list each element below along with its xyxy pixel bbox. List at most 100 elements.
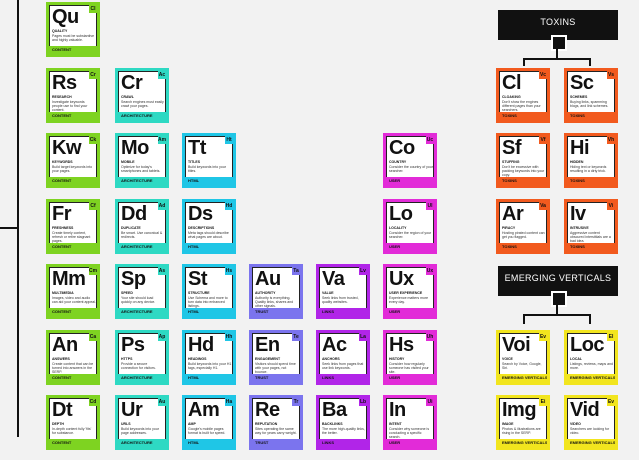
element-category: CONTENT <box>49 308 97 316</box>
element-category: HTML <box>185 177 233 185</box>
element-code-badge: Hs <box>225 267 233 275</box>
element-code-badge: Vc <box>539 71 547 79</box>
element-name: VIDEO <box>570 422 581 426</box>
element-description: Use Schema and more to turn data into en… <box>188 296 228 308</box>
element-description: Build keywords into your H1 tags, especi… <box>188 362 232 370</box>
element-code-badge: Te <box>292 333 300 341</box>
element-category: TOXINS <box>567 177 615 185</box>
element-name: TITLES <box>188 160 201 164</box>
element-description: Build keywords into your titles. <box>188 165 226 173</box>
element-category: TRUST <box>252 439 300 447</box>
element-symbol: Hd <box>188 334 214 356</box>
element-description: Consider how regularly someone has visit… <box>389 362 429 374</box>
element-code-badge: Cf <box>89 202 97 210</box>
element-category: TOXINS <box>499 243 547 251</box>
element-description: In-depth content fully 'fits' for substa… <box>52 427 92 435</box>
toxins-bracket-line <box>523 58 591 60</box>
element-code-badge: Vh <box>607 136 615 144</box>
element-name: CLOAKING <box>502 95 521 99</box>
element-name: COUNTRY <box>389 160 407 164</box>
element-name: INTRUSIVE <box>570 226 589 230</box>
element-description: Create content that can be turned into a… <box>52 362 94 374</box>
toxins-connector-square <box>551 35 567 51</box>
element-code-badge: La <box>359 333 367 341</box>
element-code-badge: Cm <box>89 267 98 275</box>
element-description: Don't show the engines different pages t… <box>502 100 541 112</box>
element-name: HEADINGS <box>188 357 207 361</box>
element-symbol: Re <box>255 399 280 421</box>
element-description: Hosting pirated content can get you flag… <box>502 231 545 239</box>
element-category: EMERGING VERTICALS <box>499 439 547 447</box>
element-description: Build target keywords into your pages. <box>52 165 93 173</box>
element-code-badge: Au <box>158 398 166 406</box>
element-description: Hiding text or keywords resulting in a d… <box>570 165 607 173</box>
element-code-badge: Lv <box>359 267 367 275</box>
element-category: TOXINS <box>567 112 615 120</box>
element-symbol: Kw <box>52 137 82 159</box>
element-description: Visitors should spend time with your pag… <box>255 362 296 374</box>
element-category: EMERGING VERTICALS <box>567 439 615 447</box>
element-name: URLS <box>121 422 131 426</box>
element-symbol: Fr <box>52 203 72 225</box>
element-category: EMERGING VERTICALS <box>499 374 547 382</box>
element-symbol: Ux <box>389 268 414 290</box>
element-description: Create timely content, refresh or retire… <box>52 231 91 243</box>
element-symbol: Ac <box>322 334 347 356</box>
element-category: EMERGING VERTICALS <box>567 374 615 382</box>
element-name: LOCALITY <box>389 226 407 230</box>
element-description: Don't be excessive with packing keywords… <box>502 165 545 177</box>
element-symbol: An <box>52 334 78 356</box>
element-code-badge: As <box>158 267 166 275</box>
element-name: SPEED <box>121 291 133 295</box>
element-symbol: Sc <box>570 72 594 94</box>
element-name: QUALITY <box>52 29 68 33</box>
element-category: CONTENT <box>49 177 97 185</box>
element-code-badge: Ev <box>607 398 615 406</box>
emerging-connector-line <box>556 303 558 315</box>
element-category: USER <box>386 177 434 185</box>
element-name: AMP <box>188 422 196 426</box>
element-code-badge: Ev <box>539 333 547 341</box>
element-symbol: Ps <box>121 334 145 356</box>
element-name: HISTORY <box>389 357 405 361</box>
element-description: Seek links from trusted, quality website… <box>322 296 359 304</box>
element-symbol: Mo <box>121 137 149 159</box>
toxins-bracket-left <box>523 58 525 66</box>
element-category: CONTENT <box>49 112 97 120</box>
element-symbol: Voi <box>502 334 531 356</box>
element-code-badge: Ux <box>426 267 434 275</box>
element-code-badge: Ac <box>158 71 166 79</box>
element-code-badge: Uh <box>426 333 434 341</box>
element-description: Photos & illustrations are rising in the… <box>502 427 541 435</box>
element-description: Search by Voice, Google, Siri. <box>502 362 542 370</box>
element-symbol: Vid <box>570 399 600 421</box>
element-category: HTML <box>185 308 233 316</box>
element-category: ARCHITECTURE <box>118 243 166 251</box>
element-category: ARCHITECTURE <box>118 177 166 185</box>
element-code-badge: Uc <box>426 136 434 144</box>
element-description: Provide a secure connection for visitors… <box>121 362 156 370</box>
element-category: CONTENT <box>49 243 97 251</box>
element-code-badge: Vi <box>607 202 615 210</box>
element-symbol: Sp <box>121 268 146 290</box>
element-category: TRUST <box>252 374 300 382</box>
element-description: Images, video and audio can aid your con… <box>52 296 96 304</box>
element-description: Authority is everything. Quality links, … <box>255 296 294 308</box>
element-code-badge: Am <box>158 136 167 144</box>
element-category: LINKS <box>319 439 367 447</box>
